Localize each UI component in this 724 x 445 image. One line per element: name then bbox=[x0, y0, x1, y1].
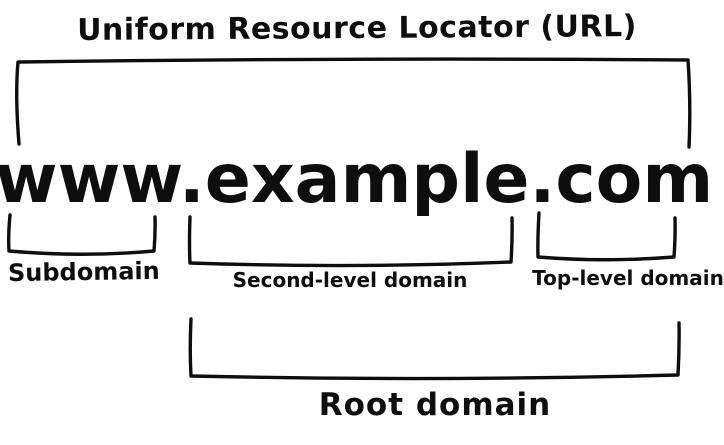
subdomain-brace-icon bbox=[6, 213, 157, 256]
root-brace-icon bbox=[188, 317, 681, 381]
top-level-domain-label: Top-level domain bbox=[532, 266, 724, 290]
url-text: www.example.com bbox=[0, 140, 714, 219]
second-level-brace-icon bbox=[187, 215, 514, 268]
top-level-brace-icon bbox=[536, 211, 677, 262]
second-level-domain-label: Second-level domain bbox=[232, 268, 468, 292]
subdomain-label: Subdomain bbox=[7, 256, 160, 288]
url-brace-icon bbox=[15, 57, 692, 149]
root-domain-label: Root domain bbox=[318, 387, 552, 423]
